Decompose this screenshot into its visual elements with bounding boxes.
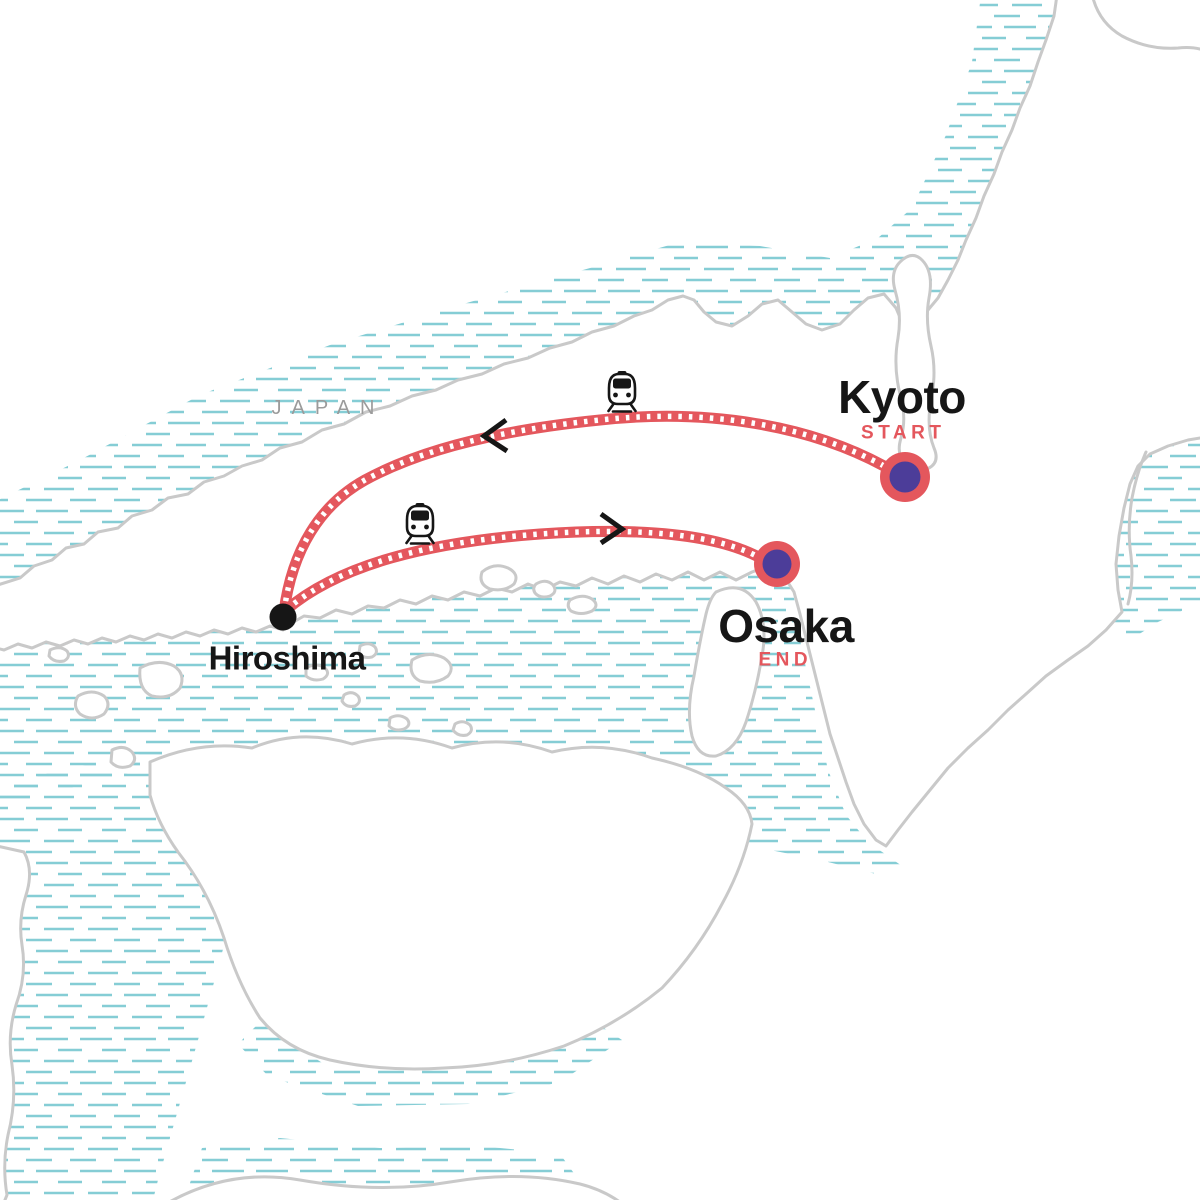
awaji-island (687, 586, 766, 758)
city-label-hiroshima: Hiroshima (208, 639, 366, 677)
city-label-osaka: Osaka (718, 600, 854, 652)
end-marker (754, 541, 800, 587)
ise-peninsula-hook (1126, 450, 1148, 606)
route-kyoto-hiroshima (278, 410, 890, 618)
end-tag: END (758, 649, 813, 671)
route-arrow-east-icon (599, 511, 627, 546)
city-label-kyoto: Kyoto (838, 371, 966, 423)
shikoku-island (148, 735, 754, 1071)
top-right-lake-shore (1092, 0, 1200, 51)
start-marker (880, 452, 930, 502)
lake-biwa (891, 254, 938, 472)
route-arrow-west-icon (479, 417, 509, 454)
seto-islands (47, 564, 598, 769)
route-hiroshima-osaka (280, 525, 770, 616)
start-tag: START (861, 422, 946, 444)
kyushu-coast (0, 845, 31, 1200)
sea-hatch-south-shikoku (238, 1022, 622, 1106)
region-label-japan: JAPAN (271, 397, 385, 419)
sea-hatch-northwest-coast (0, 0, 1061, 606)
hiroshima-waypoint-dot (269, 603, 297, 631)
bottom-coast-fragment (169, 1175, 620, 1200)
